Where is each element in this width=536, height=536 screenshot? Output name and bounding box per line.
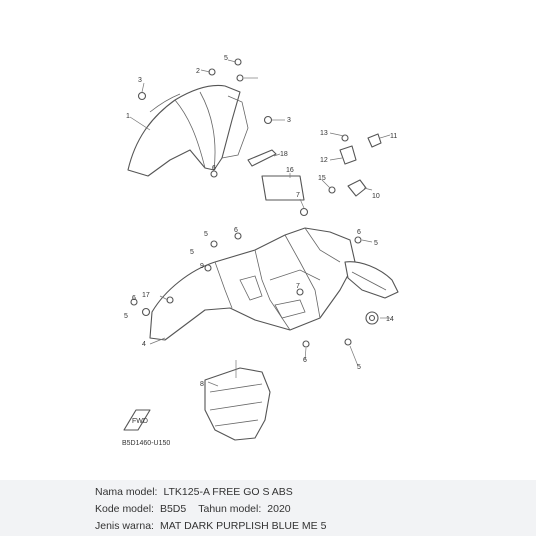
- label-plate: [261, 175, 305, 201]
- model-name-value: LTK125-A FREE GO S ABS: [163, 486, 293, 498]
- callout-10: 10: [372, 193, 380, 200]
- callout-5f: 5: [357, 364, 361, 371]
- callout-numbers: 1 2 3 3 4 5 5 5 5 5 5 6 6 6 6 6 7 7 8 9 …: [124, 55, 397, 388]
- model-name-row: Nama model: LTK125-A FREE GO S ABS: [95, 484, 536, 501]
- model-code-label: Kode model:: [95, 503, 154, 515]
- fwd-arrow-icon: FWD: [123, 409, 151, 431]
- model-code-row: Kode model: B5D5 Tahun model: 2020: [95, 501, 536, 518]
- fasteners: [130, 58, 379, 348]
- color-row: Jenis warna: MAT DARK PURPLISH BLUE ME 5: [95, 518, 536, 535]
- callout-4: 4: [142, 341, 146, 348]
- model-code-value: B5D5: [159, 503, 187, 515]
- callout-15: 15: [318, 175, 326, 182]
- parts-diagram: FWD: [122, 55, 399, 447]
- exploded-view: FWD: [123, 55, 399, 441]
- holder: [339, 145, 357, 165]
- callout-2: 2: [196, 68, 200, 75]
- callout-5b: 5: [204, 231, 208, 238]
- callout-12: 12: [320, 157, 328, 164]
- callout-16: 16: [286, 167, 294, 174]
- callout-8: 8: [200, 381, 204, 388]
- callout-5d: 5: [124, 313, 128, 320]
- callout-3b: 3: [287, 117, 291, 124]
- model-year-label: Tahun model:: [198, 503, 262, 515]
- color-value: MAT DARK PURPLISH BLUE ME 5: [159, 520, 327, 532]
- model-info-panel: Nama model: LTK125-A FREE GO S ABS Kode m…: [0, 480, 536, 536]
- callout-11: 11: [390, 133, 397, 140]
- model-year-value: 2020: [267, 503, 291, 515]
- callout-17: 17: [142, 292, 150, 299]
- model-name-label: Nama model:: [95, 486, 158, 498]
- rear-flap: [344, 261, 399, 299]
- callout-18: 18: [280, 151, 288, 158]
- color-label: Jenis warna:: [95, 520, 154, 532]
- callout-5a: 5: [224, 55, 228, 62]
- callout-9: 9: [200, 263, 204, 270]
- bracket: [347, 179, 367, 197]
- callout-6d: 6: [303, 357, 307, 364]
- callout-3: 3: [138, 77, 142, 84]
- callout-6a: 6: [212, 165, 216, 172]
- callout-6c: 6: [132, 295, 136, 302]
- callout-1: 1: [126, 113, 130, 120]
- callout-7b: 7: [296, 283, 300, 290]
- reflector: [247, 149, 277, 167]
- callout-6b: 6: [234, 227, 238, 234]
- callout-5e: 5: [374, 240, 378, 247]
- front-fender: [127, 84, 249, 177]
- callout-6e: 6: [357, 229, 361, 236]
- splash-guard: [204, 367, 271, 441]
- leader-lines: [129, 59, 391, 387]
- callout-13: 13: [320, 130, 328, 137]
- diagram-code: B5D1460-U150: [122, 440, 171, 447]
- rear-fender: [149, 227, 356, 341]
- callout-7a: 7: [296, 192, 300, 199]
- svg-text:FWD: FWD: [132, 418, 148, 425]
- hose-clip: [367, 133, 382, 148]
- callout-14: 14: [386, 316, 394, 323]
- callout-5c: 5: [190, 249, 194, 256]
